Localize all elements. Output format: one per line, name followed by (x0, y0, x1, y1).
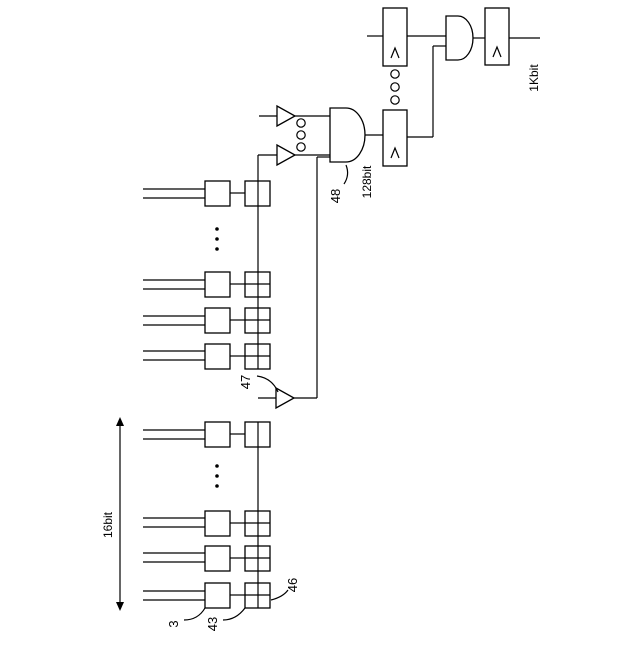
lower-cell-group (143, 422, 270, 608)
bit-width-1k: 1Kbit (527, 64, 541, 92)
cell-row (143, 511, 270, 536)
leader-line-47 (257, 376, 278, 392)
cell-row (143, 308, 270, 333)
ellipsis-dot (215, 464, 219, 468)
leader-line-3 (184, 608, 205, 620)
memory-cell-box (205, 344, 230, 369)
memory-cell-box (205, 546, 230, 571)
memory-cell-box (205, 181, 230, 206)
latch-lower (383, 110, 407, 166)
ellipsis-dot (215, 484, 219, 488)
ellipsis-circle (297, 143, 305, 151)
cell-row (143, 181, 270, 206)
bit-width-16: 16bit (101, 511, 115, 538)
ellipsis-circle (391, 96, 399, 104)
cell-row (143, 272, 270, 297)
ref-label-3: 3 (166, 620, 181, 627)
and-gate-shape (446, 16, 473, 60)
buffer-triangle (276, 388, 294, 408)
latch-box (485, 8, 509, 65)
bit-width-128: 128bit (360, 165, 374, 198)
row-ellipsis (215, 464, 219, 488)
cell-row (143, 546, 270, 571)
buffer-triangle (277, 106, 295, 126)
latch-upper (383, 8, 407, 66)
output-latch (485, 8, 540, 65)
ellipsis-dot (215, 247, 219, 251)
range-arrow-16bit (116, 417, 124, 611)
upper-buffers (258, 106, 330, 165)
ref-label-43: 43 (205, 617, 220, 631)
cell-row (143, 344, 270, 369)
ellipsis-dot (215, 237, 219, 241)
memory-cell-box (205, 272, 230, 297)
buffer-triangle (277, 145, 295, 165)
ellipsis-dot (215, 474, 219, 478)
ref-label-47: 47 (238, 375, 253, 389)
arrow-head-top (116, 417, 124, 426)
ref-label-46: 46 (285, 578, 300, 592)
cell-row (143, 422, 270, 447)
final-and-gate (446, 16, 485, 60)
ellipsis-circle (391, 70, 399, 78)
cell-row (143, 583, 270, 608)
memory-cell-box (205, 583, 230, 608)
latch-column (367, 8, 446, 166)
latch-box (383, 8, 407, 66)
leader-line-48 (344, 165, 348, 184)
memory-cell-box (205, 511, 230, 536)
arrow-head-bottom (116, 602, 124, 611)
memory-cell-box (205, 422, 230, 447)
and-gate-shape (330, 108, 365, 162)
memory-cell-box (205, 308, 230, 333)
ellipsis-circle (297, 131, 305, 139)
ellipsis-dot (215, 227, 219, 231)
latch-box (383, 110, 407, 166)
ellipsis-circle (391, 83, 399, 91)
and-gate-48 (330, 108, 383, 162)
ellipsis-circle (297, 119, 305, 127)
upper-cell-group (143, 155, 270, 369)
leader-line-43 (223, 608, 245, 620)
ref-label-48: 48 (328, 189, 343, 203)
row-ellipsis (215, 227, 219, 251)
